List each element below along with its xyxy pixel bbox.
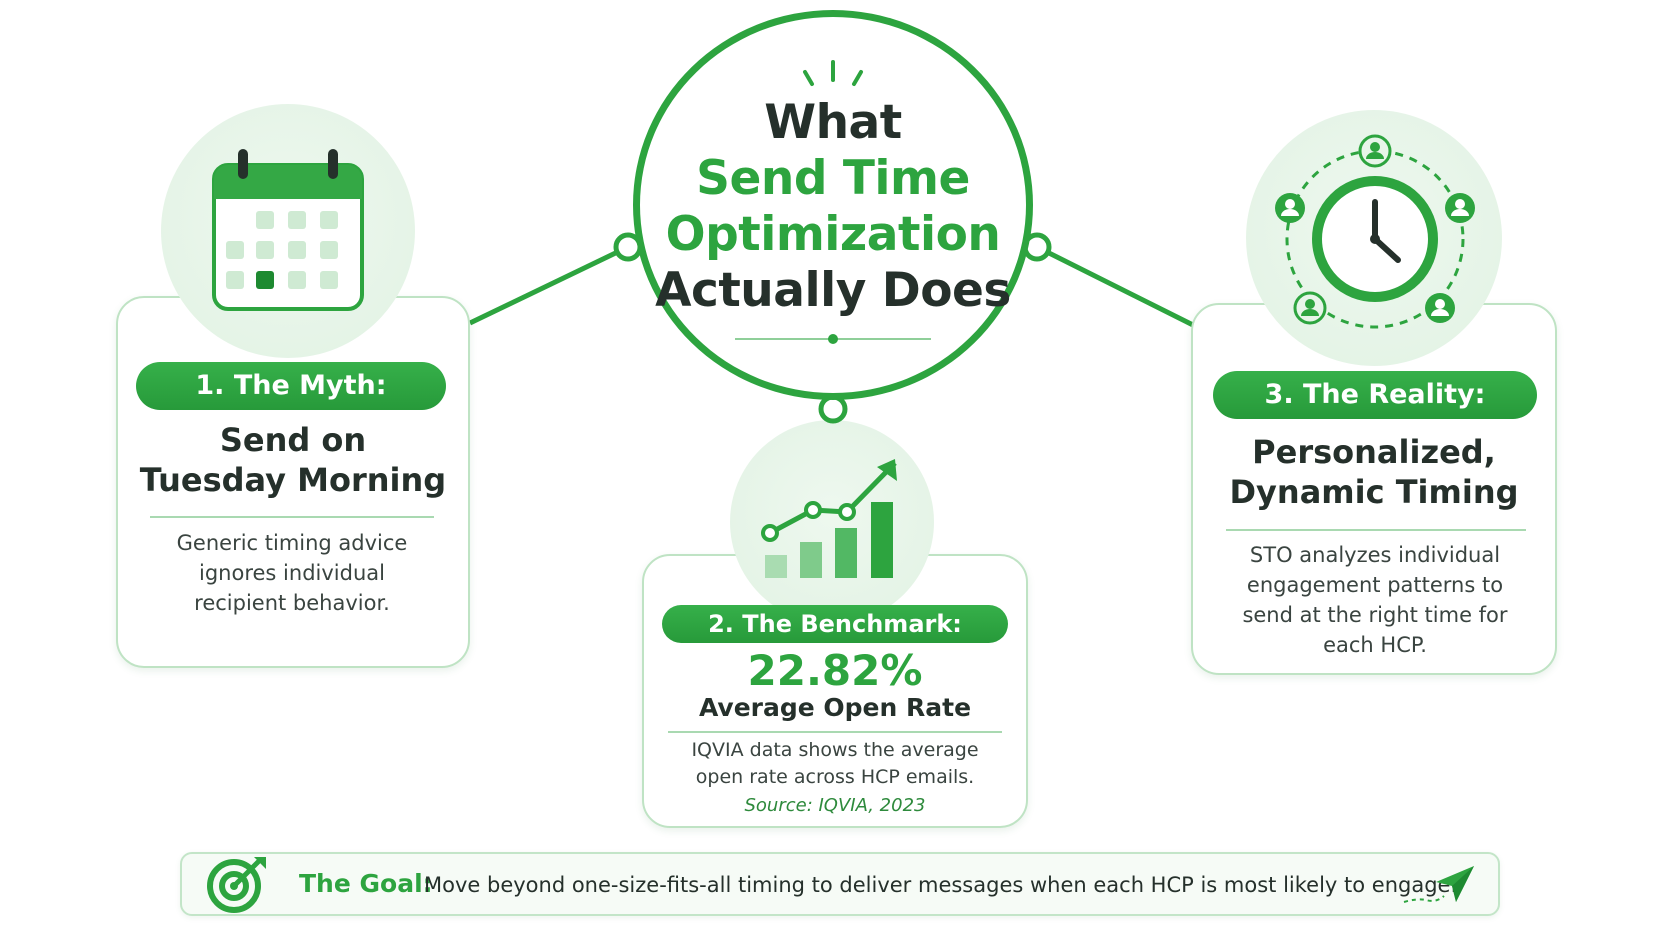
reality-label: 3. The Reality: [1213,371,1537,419]
title-circle [633,10,1033,400]
goal-text: Move beyond one-size-fits-all timing to … [424,873,1458,897]
myth-heading-line2: Tuesday Morning [139,461,447,499]
reality-heading-line2: Dynamic Timing [1229,473,1519,511]
reality-divider [1226,529,1526,531]
benchmark-metric: Average Open Rate [698,693,972,722]
page-title: What Send Time Optimization Actually Doe… [650,95,1016,319]
title-line3: Optimization [665,207,1001,262]
myth-description: Generic timing advice ignores individual… [176,531,408,615]
benchmark-source: Source: IQVIA, 2023 [744,795,926,816]
myth-heading-line1: Send on [219,421,367,459]
reality-description: STO analyzes individual engagement patte… [1242,543,1508,657]
title-line4: Actually Does [655,263,1011,318]
benchmark-value: 22.82% [747,646,923,695]
calendar-icon [212,149,364,311]
benchmark-divider [668,731,1002,733]
goal-bar [180,852,1500,916]
clock-with-users-icon [1275,134,1475,329]
paper-plane-icon [1403,866,1474,903]
myth-divider [150,516,434,518]
reality-heading: Personalized, Dynamic Timing [1201,432,1547,512]
benchmark-icon-bubble [730,420,934,624]
growth-chart-icon [761,459,897,578]
sparkle-rays-icon [803,60,863,86]
reality-heading-line1: Personalized, [1252,433,1496,471]
target-icon [207,857,266,913]
goal-label: The Goal: [299,869,433,898]
benchmark-description: IQVIA data shows the average open rate a… [691,739,979,788]
title-line2: Send Time [696,151,970,206]
benchmark-label: 2. The Benchmark: [662,605,1008,643]
myth-label: 1. The Myth: [136,362,446,410]
title-line1: What [764,95,902,150]
title-underline [735,334,931,344]
myth-heading: Send on Tuesday Morning [126,420,460,500]
